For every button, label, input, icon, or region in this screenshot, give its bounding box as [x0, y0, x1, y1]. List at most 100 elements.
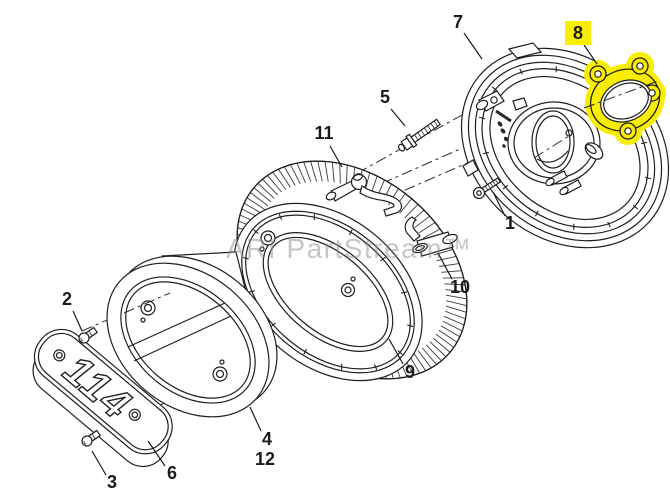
plate-top-tab	[507, 42, 543, 59]
hatch-line	[519, 68, 523, 75]
hatch-line	[478, 116, 486, 120]
hatch-line	[399, 198, 413, 214]
filter-face-slots	[242, 213, 414, 371]
part-11-breather-bracket	[325, 173, 403, 217]
plate-vent-slot	[512, 97, 528, 111]
hatch-line	[641, 141, 648, 145]
callout-10[interactable]: 10	[450, 277, 470, 297]
callout-6[interactable]: 6	[167, 463, 177, 483]
hatch-line	[249, 192, 269, 207]
hatch-line	[432, 337, 451, 353]
hatch-line	[242, 256, 249, 260]
plate-small-hole	[565, 129, 573, 137]
hatch-line	[491, 86, 498, 92]
hatch-line	[348, 229, 353, 236]
plate-cast-marking	[495, 109, 512, 148]
hatch-line	[445, 289, 467, 293]
leader-line-10	[437, 252, 453, 280]
leader-line-9	[388, 338, 404, 365]
hatch-line	[534, 210, 539, 217]
hatch-line	[303, 161, 312, 183]
part-9-filter-element	[233, 160, 468, 382]
hatch-line	[644, 176, 652, 180]
hatch-line	[253, 187, 272, 203]
leader-line-5	[390, 108, 406, 127]
hatch-line	[502, 184, 509, 190]
hatch-line	[445, 294, 467, 300]
hatch-line	[262, 178, 279, 196]
hatch-line	[310, 161, 317, 182]
hatch-line	[442, 320, 463, 332]
plate-studs	[545, 170, 582, 196]
hatch-line	[397, 350, 403, 355]
callout-5[interactable]: 5	[380, 87, 390, 107]
hatch-line	[433, 249, 453, 256]
leader-line-4	[249, 406, 262, 432]
hatch-line	[345, 165, 348, 186]
callout-highlight-8	[565, 21, 591, 45]
callout-1[interactable]: 1	[505, 213, 515, 233]
hatch-line	[324, 161, 329, 182]
callout-2[interactable]: 2	[62, 289, 72, 309]
leader-line-8	[583, 44, 598, 65]
hatch-line	[429, 341, 447, 358]
part-8-gasket-highlighted	[583, 52, 666, 145]
hatch-line	[436, 256, 457, 262]
hatch-line	[272, 171, 287, 190]
hatch-line	[444, 283, 466, 286]
hatch-line	[401, 291, 408, 294]
hatch-line	[317, 161, 323, 182]
gasket-bolt-holes	[594, 62, 656, 135]
part-5-breather-bolt	[397, 118, 442, 152]
leader-line-6	[147, 440, 166, 467]
hatch-line	[290, 164, 301, 185]
hatch-line	[422, 228, 441, 239]
hatch-line	[339, 163, 341, 184]
hatch-line	[380, 256, 386, 262]
hatch-line	[248, 290, 255, 293]
hatch-line	[445, 300, 467, 307]
hatch-line	[414, 215, 431, 229]
leader-line-11	[329, 145, 343, 168]
hatch-line	[407, 324, 414, 328]
hatch-line	[417, 350, 432, 369]
centerline-overlays	[123, 133, 573, 314]
callout-8[interactable]: 8	[573, 23, 583, 43]
hatch-line	[253, 229, 259, 234]
gasket-centerline	[583, 80, 659, 109]
hatch-line	[373, 364, 378, 371]
hatch-line	[303, 348, 308, 355]
hatch-line	[435, 333, 455, 348]
hatch-line	[283, 166, 296, 186]
part-3-screw	[81, 429, 102, 447]
plate-breather-boss	[475, 90, 505, 112]
part-10-breather-tube	[404, 216, 458, 257]
hatch-line	[257, 182, 275, 199]
leader-line-3	[91, 450, 107, 476]
callout-9[interactable]: 9	[405, 362, 415, 382]
hatch-line	[438, 329, 458, 343]
callout-11[interactable]: 11	[314, 123, 333, 143]
hatch-line	[413, 352, 427, 372]
part-4-cover	[106, 251, 278, 418]
hatch-line	[445, 305, 467, 313]
filter-bolt-bosses	[259, 230, 356, 298]
hatch-line	[440, 325, 461, 338]
hatch-line	[331, 162, 335, 183]
hatch-line	[296, 162, 306, 183]
leader-line-2	[72, 310, 83, 332]
callout-3[interactable]: 3	[107, 472, 117, 492]
hatch-line	[632, 204, 639, 210]
callout-4[interactable]: 4	[262, 429, 272, 449]
hatch-line	[439, 263, 460, 267]
hatch-line	[277, 168, 291, 188]
callout-7[interactable]: 7	[453, 12, 463, 32]
hatch-line	[425, 344, 442, 362]
hatch-line	[404, 203, 419, 219]
hatch-line	[482, 151, 489, 155]
hatch-line	[278, 213, 283, 220]
hatch-line	[444, 315, 465, 326]
callout-12[interactable]: 12	[255, 449, 275, 469]
